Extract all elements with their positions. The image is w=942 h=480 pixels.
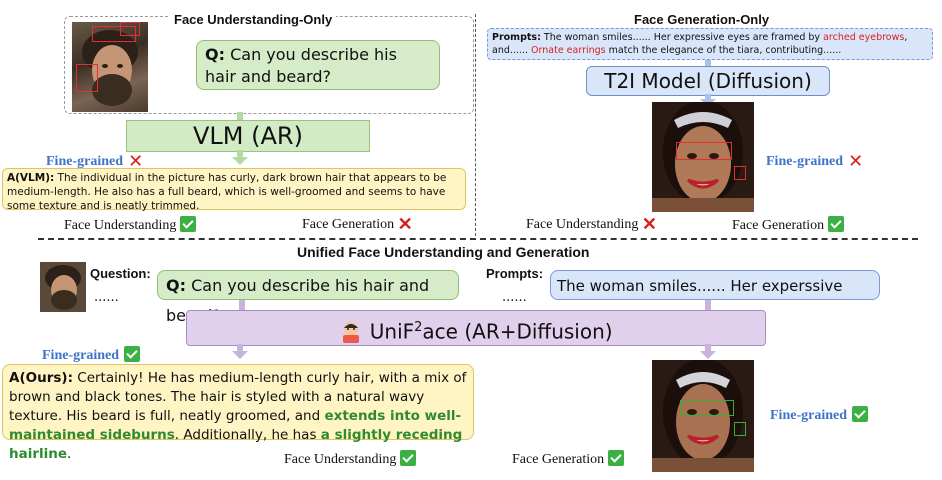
earring-highlight-box-green bbox=[734, 422, 746, 436]
fine-grained-label: Fine-grained bbox=[766, 154, 843, 169]
arrow-from-vlm bbox=[232, 150, 248, 165]
vlm-answer-text: The individual in the picture has curly,… bbox=[7, 172, 447, 212]
unified-answer-text-c: . bbox=[67, 446, 72, 462]
t2i-model-box: T2I Model (Diffusion) bbox=[586, 66, 830, 96]
question-heading: Question: bbox=[90, 266, 151, 281]
unified-title: Unified Face Understanding and Generatio… bbox=[297, 244, 590, 260]
top-right-understanding-status: Face Understanding ✕ bbox=[526, 214, 657, 234]
fine-grained-bottom-left: Fine-grained bbox=[42, 344, 141, 364]
cross-icon: ✕ bbox=[641, 214, 657, 234]
fine-grained-top-left: Fine-grained ✕ bbox=[46, 150, 144, 172]
question-box-bottom: Q: Can you describe his hair and beard? bbox=[157, 270, 459, 325]
generation-label: Face Generation bbox=[512, 452, 605, 467]
check-icon bbox=[179, 216, 196, 232]
arrow-q-to-model bbox=[239, 300, 245, 310]
question-dots: ...... bbox=[94, 290, 119, 305]
top-prompt-label: Prompts: bbox=[492, 32, 541, 43]
answer-highlight-sideburns: extends into well-maintained sideburns bbox=[9, 408, 462, 443]
model-name-sup: 2 bbox=[414, 320, 423, 335]
eyebrow-highlight-box bbox=[676, 142, 732, 160]
horizontal-separator bbox=[38, 238, 918, 240]
bottom-generation-status: Face Generation bbox=[512, 450, 624, 468]
question-label-area: Question: bbox=[90, 266, 151, 282]
top-left-generation-status: Face Generation ✕ bbox=[302, 214, 413, 234]
arrow-to-t2i bbox=[705, 60, 711, 68]
earring-highlight-box bbox=[734, 166, 746, 180]
fine-grained-label: Fine-grained bbox=[770, 408, 847, 423]
answer-highlight-hairline: a slightly receding hairline bbox=[9, 427, 463, 462]
cross-icon: ✕ bbox=[128, 151, 144, 172]
fine-grained-label: Fine-grained bbox=[42, 348, 119, 363]
check-icon bbox=[607, 450, 624, 466]
question-box-top: Q: Can you describe his hair and beard? bbox=[196, 40, 440, 90]
understanding-only-title: Face Understanding-Only bbox=[170, 12, 337, 27]
model-logo-icon bbox=[339, 320, 363, 354]
arrow-model-to-image bbox=[700, 344, 716, 359]
generated-woman-face-top bbox=[652, 102, 754, 212]
top-left-understanding-status: Face Understanding bbox=[64, 216, 196, 234]
bottom-understanding-status: Face Understanding bbox=[284, 450, 416, 468]
unified-answer-text-b: . Additionally, he has bbox=[174, 427, 317, 443]
generation-only-title: Face Generation-Only bbox=[634, 12, 770, 27]
vlm-model-box: VLM (AR) bbox=[126, 120, 370, 152]
fine-grained-top-right: Fine-grained ✕ bbox=[766, 150, 864, 172]
model-name-post: ace (AR+Diffusion) bbox=[422, 319, 613, 344]
hair-highlight-box bbox=[92, 26, 136, 42]
generated-woman-face-bottom bbox=[652, 360, 754, 472]
man-face-photo-small bbox=[40, 262, 86, 312]
prompts-dots: ...... bbox=[502, 290, 527, 305]
question-q-label: Q: bbox=[205, 45, 225, 64]
prompts-heading: Prompts: bbox=[486, 266, 544, 281]
cross-icon: ✕ bbox=[848, 151, 864, 172]
arrow-model-to-answer bbox=[232, 344, 248, 359]
unified-answer-label: A(Ours): bbox=[9, 370, 73, 386]
top-prompt-part1: The woman smiles...... Her expressive ey… bbox=[543, 32, 821, 43]
question-text: Can you describe his hair and beard? bbox=[205, 45, 397, 86]
understanding-label: Face Understanding bbox=[526, 217, 639, 232]
top-prompt-highlight-eyebrows: arched eyebrows bbox=[823, 32, 905, 43]
arrow-p-to-model bbox=[705, 300, 711, 310]
check-icon bbox=[827, 216, 844, 232]
unified-answer-text-a: Certainly! He has medium-length curly ha… bbox=[9, 370, 467, 424]
understanding-label: Face Understanding bbox=[284, 452, 397, 467]
vlm-answer-label: A(VLM): bbox=[7, 172, 55, 184]
generation-label: Face Generation bbox=[732, 218, 825, 233]
unified-model-box: UniF2ace (AR+Diffusion) bbox=[186, 310, 766, 346]
top-prompt-box: Prompts: The woman smiles...... Her expr… bbox=[487, 28, 933, 60]
eyebrow-highlight-box-green bbox=[680, 400, 734, 416]
vertical-separator bbox=[475, 14, 476, 236]
beard-highlight-box bbox=[76, 64, 98, 92]
top-right-generation-status: Face Generation bbox=[732, 216, 844, 234]
vlm-answer-box: A(VLM): The individual in the picture ha… bbox=[2, 168, 466, 212]
arrow-to-vlm bbox=[237, 112, 243, 120]
check-icon bbox=[124, 346, 141, 362]
hair-highlight-box-2 bbox=[120, 22, 140, 36]
question-q-label: Q: bbox=[166, 276, 186, 295]
top-prompt-highlight-earrings: Ornate earrings bbox=[531, 45, 606, 56]
understanding-label: Face Understanding bbox=[64, 218, 177, 233]
generation-label: Face Generation bbox=[302, 217, 395, 232]
fine-grained-bottom-right: Fine-grained bbox=[770, 404, 869, 424]
check-icon bbox=[852, 406, 869, 422]
prompt-box-bottom: The woman smiles...... Her experssive ey… bbox=[550, 270, 880, 325]
top-prompt-part3: match the elegance of the tiara, contrib… bbox=[608, 45, 842, 56]
check-icon bbox=[399, 450, 416, 466]
unified-answer-box: A(Ours): Certainly! He has medium-length… bbox=[2, 364, 474, 462]
top-prompt-part2: , and...... bbox=[492, 32, 908, 56]
model-name-pre: UniF bbox=[369, 319, 415, 344]
cross-icon: ✕ bbox=[397, 214, 413, 234]
fine-grained-label: Fine-grained bbox=[46, 154, 123, 169]
